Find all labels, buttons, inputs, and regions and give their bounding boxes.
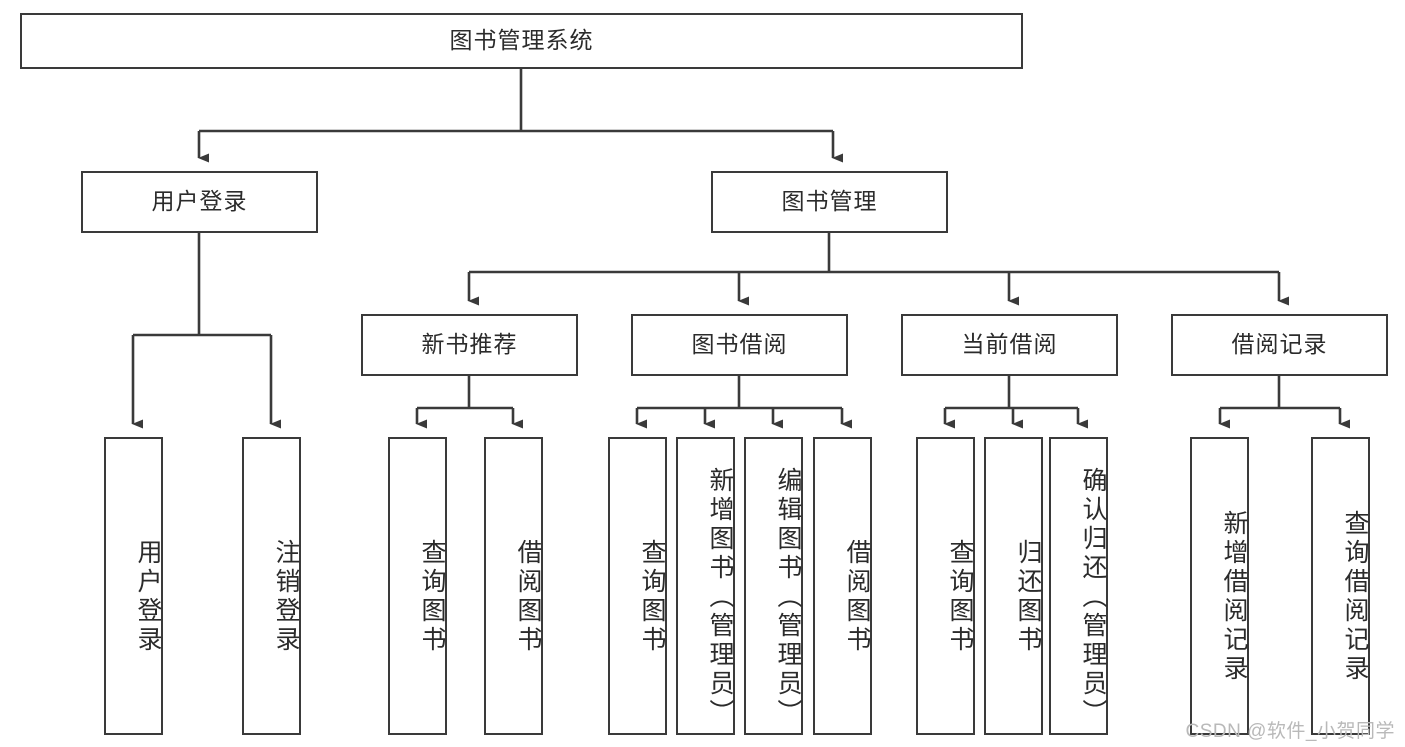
node-label: 查询图书 — [418, 539, 446, 655]
leaf-borrow-record-query[interactable]: 查询借阅记录 — [1311, 437, 1370, 735]
leaf-book-borrow-borrow[interactable]: 借阅图书 — [813, 437, 872, 735]
node-borrow-record[interactable]: 借阅记录 — [1171, 314, 1388, 376]
leaf-new-book-query[interactable]: 查询图书 — [388, 437, 447, 735]
node-label: 新书推荐 — [421, 331, 518, 358]
node-label: 归还图书 — [1014, 539, 1042, 655]
leaf-user-login-login[interactable]: 用户登录 — [104, 437, 163, 735]
leaf-current-borrow-query[interactable]: 查询图书 — [916, 437, 975, 735]
node-root-system[interactable]: 图书管理系统 — [20, 13, 1023, 69]
leaf-current-borrow-return[interactable]: 归还图书 — [984, 437, 1043, 735]
node-label: 查询借阅记录 — [1341, 510, 1369, 684]
node-label: 借阅图书 — [843, 539, 871, 655]
node-label: 确认归还（管理员） — [1079, 466, 1107, 728]
node-label: 图书管理系统 — [449, 27, 594, 54]
csdn-watermark: CSDN @软件_小贺同学 — [1185, 721, 1395, 742]
leaf-book-borrow-edit[interactable]: 编辑图书（管理员） — [744, 437, 803, 735]
node-book-management[interactable]: 图书管理 — [711, 171, 948, 233]
leaf-current-borrow-confirm[interactable]: 确认归还（管理员） — [1049, 437, 1108, 735]
leaf-book-borrow-query[interactable]: 查询图书 — [608, 437, 667, 735]
node-new-book-recommend[interactable]: 新书推荐 — [361, 314, 578, 376]
node-book-borrow[interactable]: 图书借阅 — [631, 314, 848, 376]
leaf-new-book-borrow[interactable]: 借阅图书 — [484, 437, 543, 735]
node-user-login[interactable]: 用户登录 — [81, 171, 318, 233]
node-label: 借阅图书 — [514, 539, 542, 655]
node-label: 查询图书 — [946, 539, 974, 655]
node-label: 新增图书（管理员） — [706, 466, 734, 728]
leaf-book-borrow-add[interactable]: 新增图书（管理员） — [676, 437, 735, 735]
node-label: 借阅记录 — [1231, 331, 1328, 358]
node-label: 编辑图书（管理员） — [774, 466, 802, 728]
node-label: 查询图书 — [638, 539, 666, 655]
node-label: 当前借阅 — [961, 331, 1058, 358]
node-label: 图书管理 — [781, 188, 878, 215]
leaf-user-login-logout[interactable]: 注销登录 — [242, 437, 301, 735]
node-label: 用户登录 — [134, 539, 162, 655]
node-label: 新增借阅记录 — [1220, 510, 1248, 684]
leaf-borrow-record-add[interactable]: 新增借阅记录 — [1190, 437, 1249, 735]
node-current-borrow[interactable]: 当前借阅 — [901, 314, 1118, 376]
node-label: 用户登录 — [151, 188, 248, 215]
node-label: 图书借阅 — [691, 331, 788, 358]
node-label: 注销登录 — [272, 539, 300, 655]
